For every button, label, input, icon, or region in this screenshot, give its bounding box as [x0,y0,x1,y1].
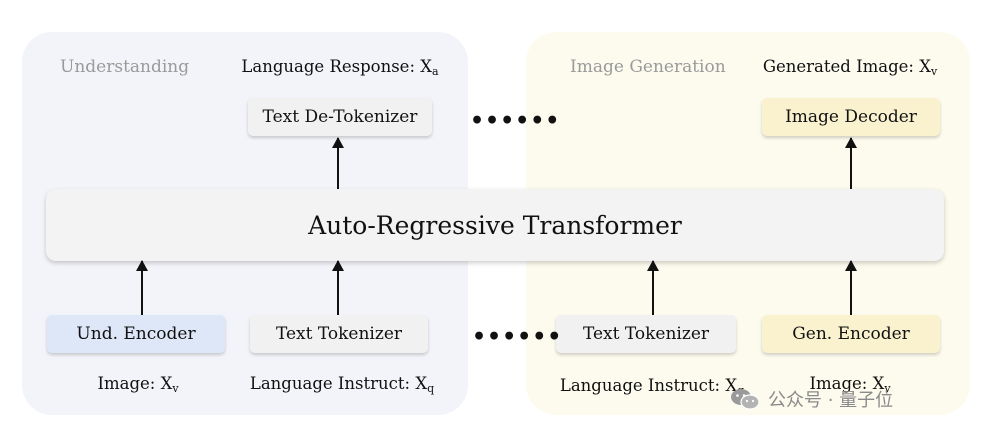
und-text-tokenizer-box: Text Tokenizer [250,315,428,353]
ellipsis-bottom: •••••• [472,324,563,350]
arrow-from-gen-tokenizer [647,260,659,315]
und-language-instruct-caption: Language Instruct: Xq [249,374,435,395]
gen-text-tokenizer-box: Text Tokenizer [556,315,736,353]
arrow-from-und-tokenizer [332,260,344,315]
und-image-input-caption: Image: Xv [97,374,179,395]
und-encoder-box: Und. Encoder [47,315,225,353]
text-detokenizer-box: Text De-Tokenizer [248,98,432,136]
language-response-caption: Language Response: Xa [241,57,439,78]
gen-language-instruct-caption: Language Instruct: Xq [559,376,744,397]
arrow-to-image-decoder [845,137,857,189]
arrow-from-gen-encoder [845,260,857,315]
understanding-title: Understanding [60,57,190,77]
watermark: 公众号 · 量子位 [730,385,893,413]
wechat-icon [731,389,760,410]
generated-image-caption: Generated Image: Xv [762,57,938,78]
gen-encoder-box: Gen. Encoder [762,315,940,353]
auto-regressive-transformer: Auto-Regressive Transformer [46,189,944,261]
arrow-to-detokenizer [332,137,344,189]
image-decoder-box: Image Decoder [762,98,940,136]
generation-title: Image Generation [570,57,726,77]
arrow-from-und-encoder [136,260,148,315]
watermark-text: 公众号 · 量子位 [768,390,894,411]
gen-image-input-caption: Image: Xv [809,374,891,395]
ellipsis-top: •••••• [470,108,561,134]
